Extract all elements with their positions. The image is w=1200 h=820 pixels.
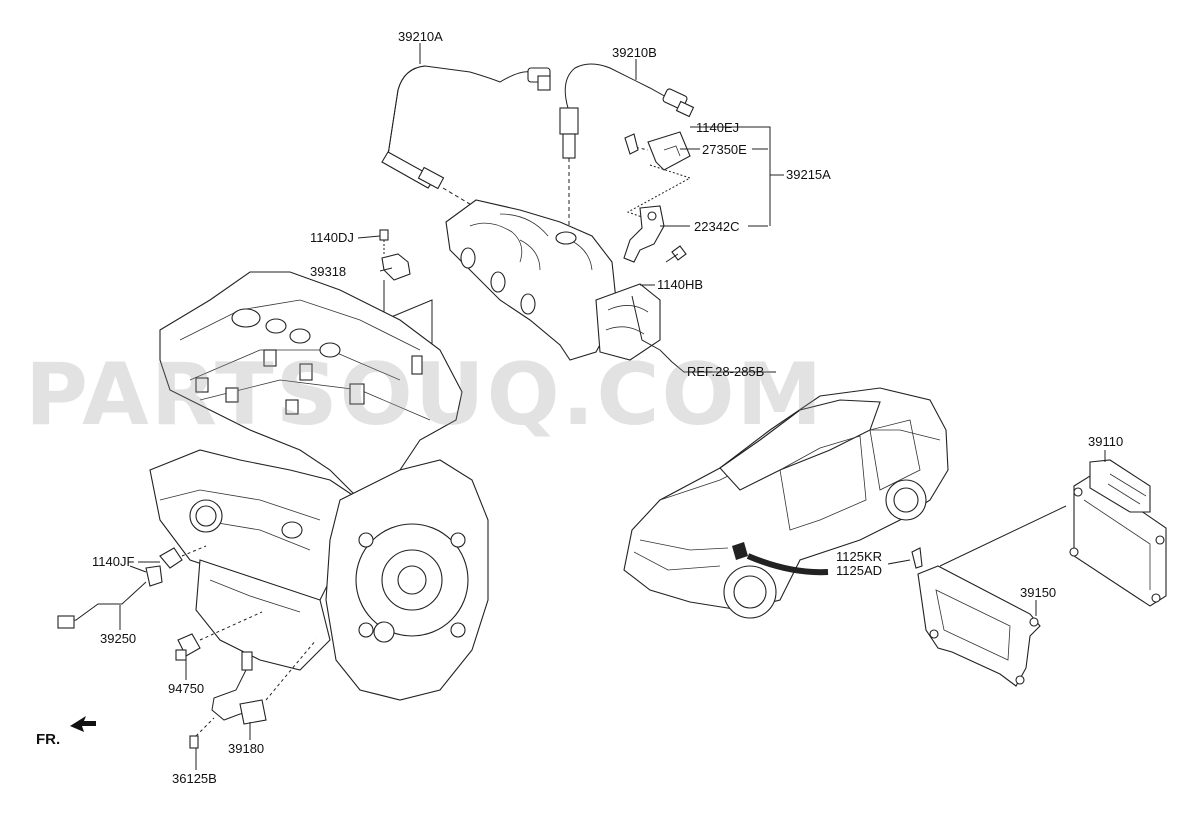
callout-39210A[interactable]: 39210A <box>398 29 443 44</box>
ecu-39110[interactable] <box>1069 459 1167 607</box>
sensor-bracket-assembly <box>623 131 692 263</box>
oxygen-sensor-39210B[interactable] <box>559 63 695 232</box>
front-direction-arrow <box>70 716 96 732</box>
vehicle-illustration <box>623 387 949 619</box>
callout-39180[interactable]: 39180 <box>228 741 265 756</box>
callout-39215A[interactable]: 39215A <box>786 167 831 182</box>
ecu-bracket-39150[interactable] <box>911 547 1041 687</box>
callout-1140EJ[interactable]: 1140EJ <box>696 120 740 135</box>
callout-22342C[interactable]: 22342C <box>694 219 740 234</box>
callout-1125AD[interactable]: 1125AD <box>836 563 883 578</box>
exhaust-manifold <box>445 199 673 363</box>
callout-39110[interactable]: 39110 <box>1088 434 1124 449</box>
callout-1125KR[interactable]: 1125KR <box>836 549 883 564</box>
leader-lines <box>119 43 1106 770</box>
callout-94750[interactable]: 94750 <box>168 681 205 696</box>
callout-1140DJ[interactable]: 1140DJ <box>310 230 354 245</box>
callout-39250[interactable]: 39250 <box>100 631 137 646</box>
callout-ref-28-285B[interactable]: REF.28-285B <box>687 364 765 379</box>
oil-pressure-switch-94750[interactable] <box>175 611 263 661</box>
crankshaft-sensor-39180[interactable] <box>189 639 317 749</box>
knock-sensor-39250[interactable] <box>57 545 207 629</box>
oxygen-sensor-39210A[interactable] <box>381 65 551 223</box>
callout-1140HB[interactable]: 1140HB <box>657 277 704 292</box>
callout-27350E[interactable]: 27350E <box>702 142 747 157</box>
callout-39318[interactable]: 39318 <box>310 264 347 279</box>
callout-39210B[interactable]: 39210B <box>612 45 657 60</box>
callout-39150[interactable]: 39150 <box>1020 585 1057 600</box>
callout-36125B[interactable]: 36125B <box>172 771 217 786</box>
callout-1140JF[interactable]: 1140JF <box>92 554 135 569</box>
watermark: PARTSOUQ.COM <box>25 345 825 445</box>
engine-assembly <box>149 271 489 701</box>
front-direction-label: FR. <box>36 731 61 748</box>
